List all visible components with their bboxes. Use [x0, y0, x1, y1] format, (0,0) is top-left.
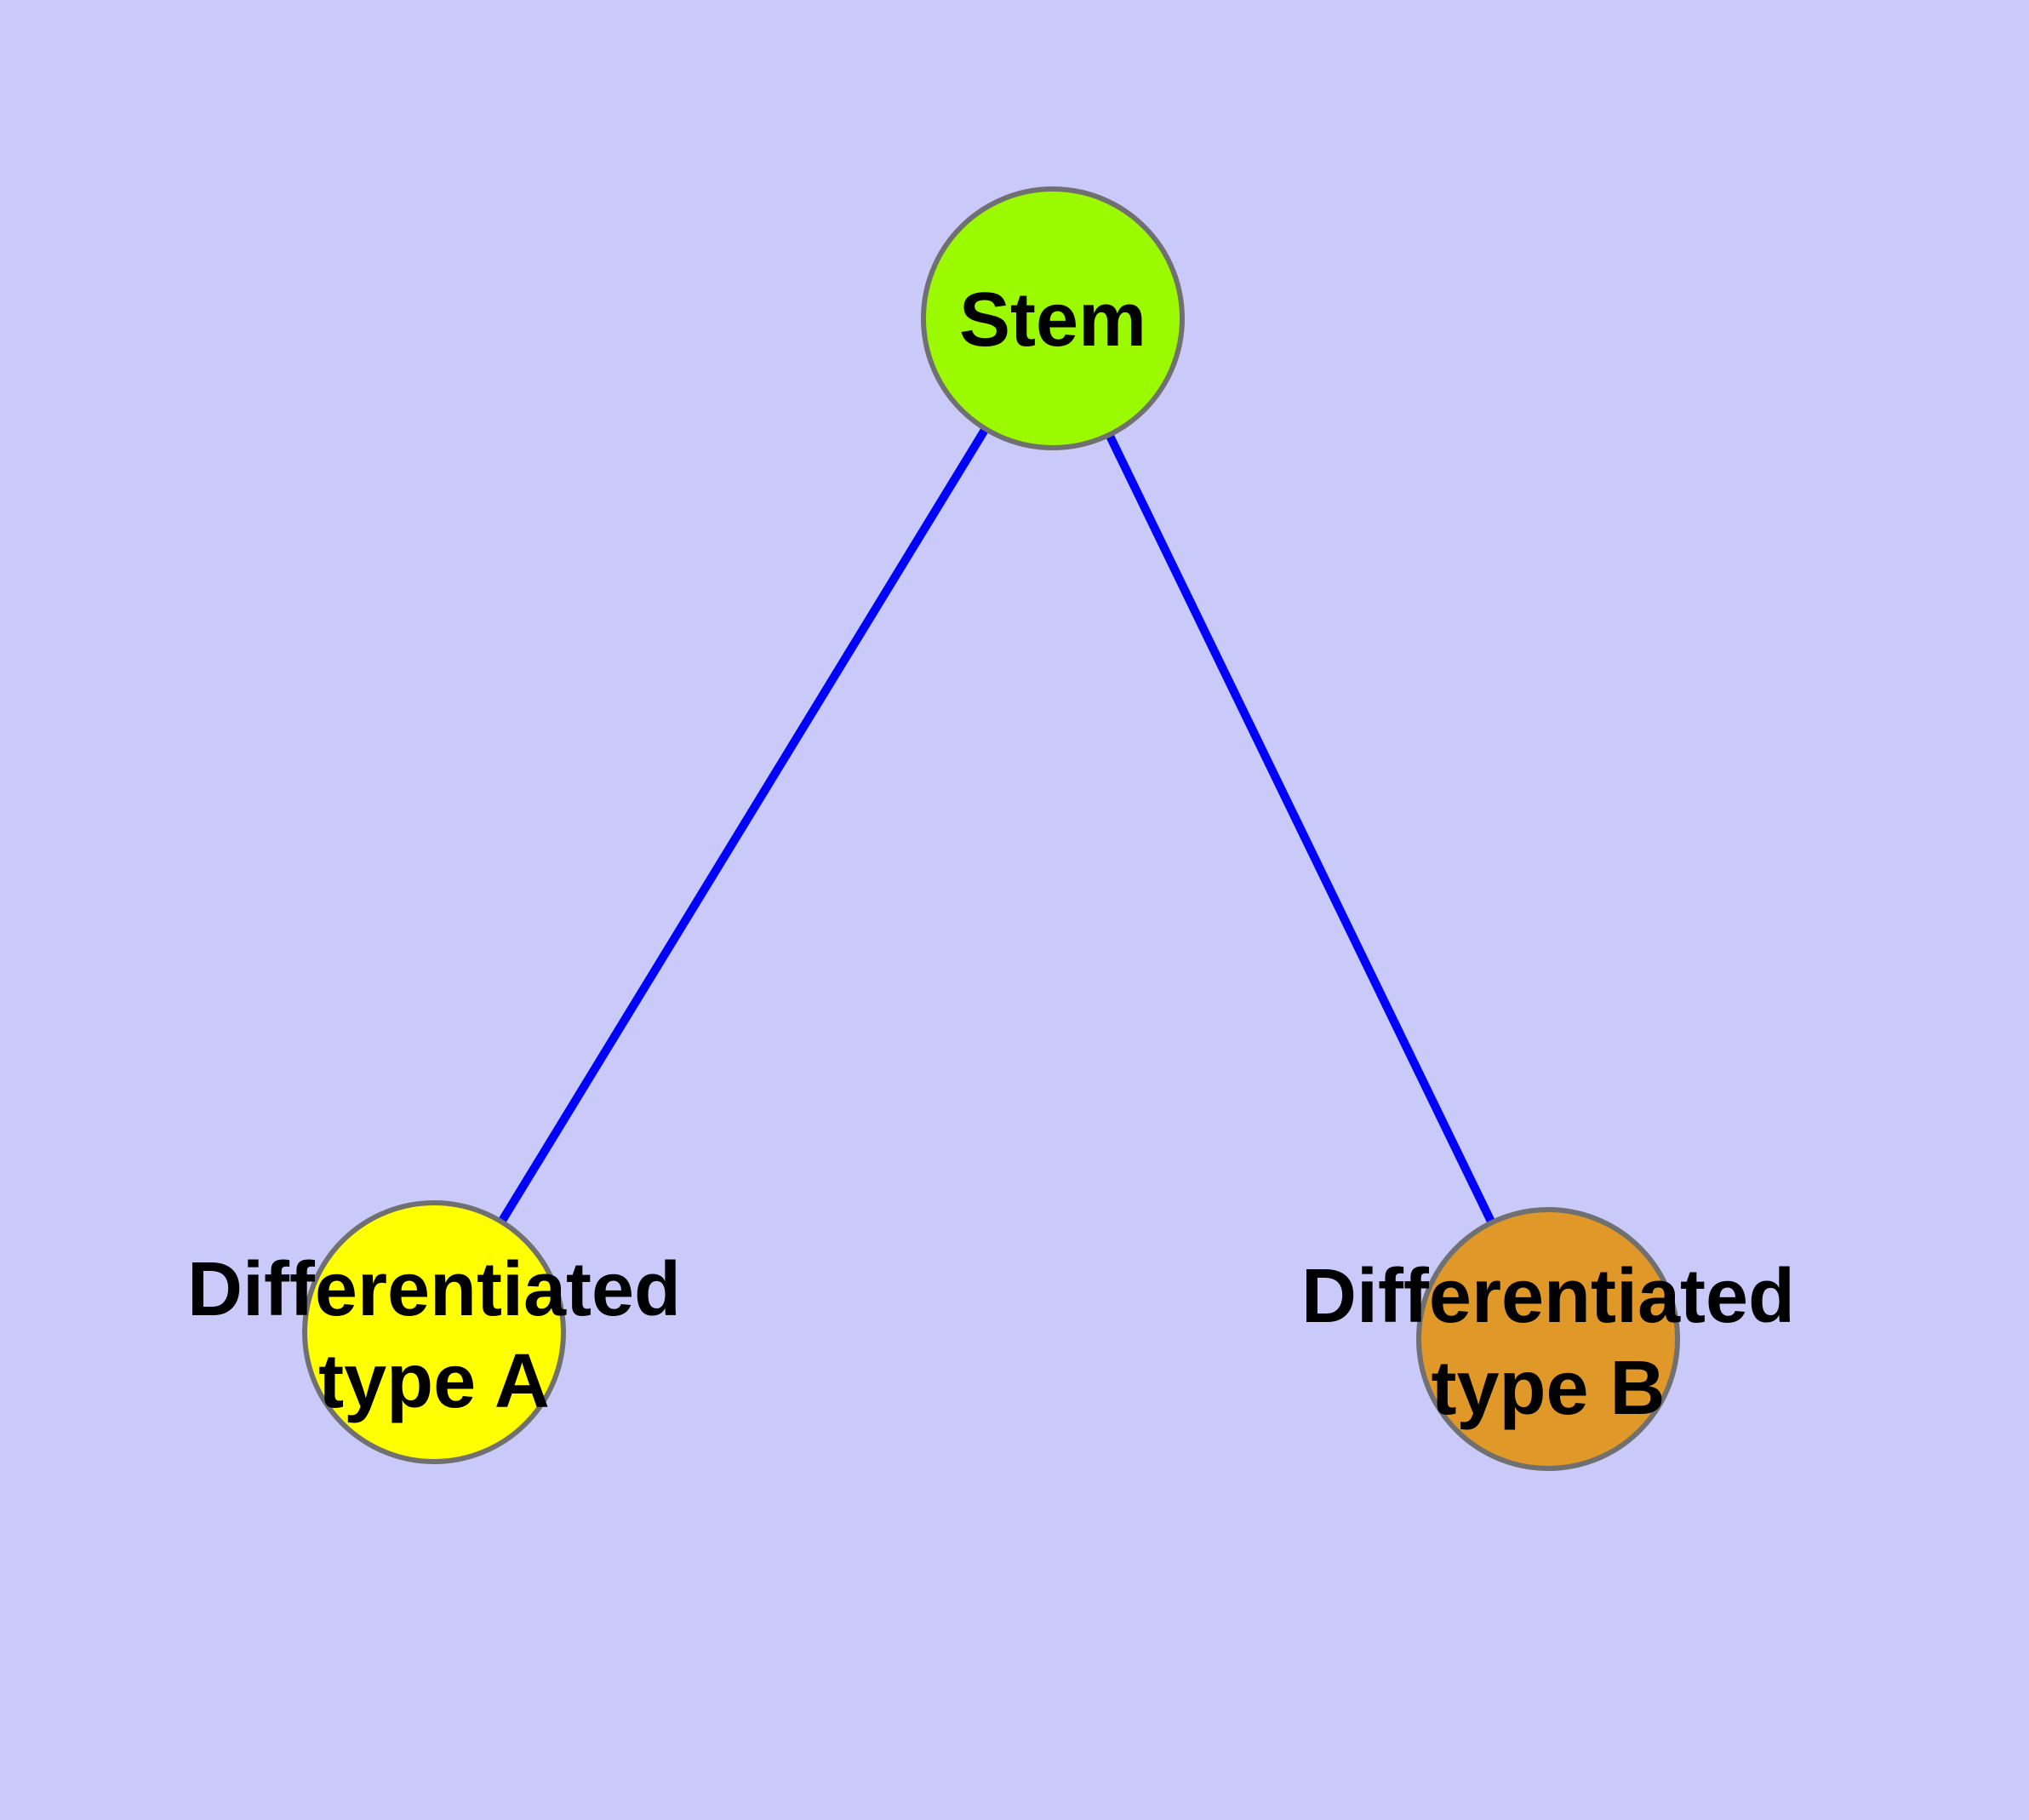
node-stem: Stem	[921, 186, 1185, 450]
node-type-a-label-line2: type A	[318, 1339, 550, 1424]
node-type-b-label-line1: Differentiated	[1301, 1254, 1795, 1339]
node-type-a: Differentiated type A	[187, 1200, 681, 1464]
node-stem-circle	[921, 186, 1185, 450]
edge-stem-to-type-b	[1049, 316, 1552, 1342]
node-type-b-circle	[1416, 1207, 1680, 1471]
node-type-b: Differentiated type B	[1301, 1207, 1795, 1471]
node-type-a-label-line1: Differentiated	[187, 1247, 681, 1332]
edge-stem-to-type-a	[430, 316, 1057, 1335]
node-type-b-label-line2: type B	[1431, 1346, 1665, 1431]
node-type-a-circle	[302, 1200, 566, 1464]
node-stem-label: Stem	[959, 278, 1146, 363]
